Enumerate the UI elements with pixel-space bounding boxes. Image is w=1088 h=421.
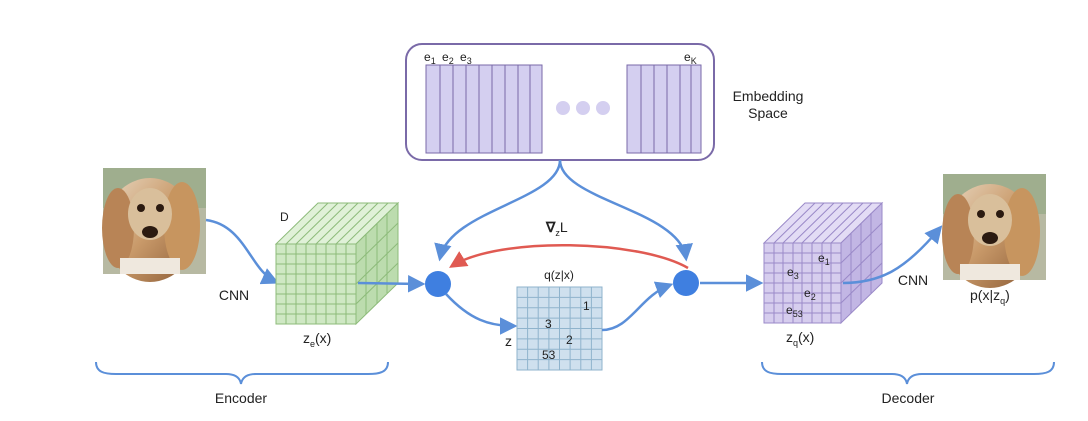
embedding-eK-label: eK bbox=[684, 50, 697, 66]
decoder-input-label: zq(x) bbox=[786, 329, 814, 348]
decoder-cnn-label: CNN bbox=[898, 272, 928, 288]
gradient-label: ∇zL bbox=[545, 219, 568, 238]
grid-value-4: 53 bbox=[542, 348, 556, 362]
encoder-to-node-arrow bbox=[357, 275, 426, 293]
grid-to-node-arrow bbox=[601, 281, 674, 332]
grid-value-1: 1 bbox=[583, 299, 590, 313]
decoder-output-label: p(x|zq) bbox=[970, 287, 1010, 306]
embedding-space: e1 e2 e3 eK bbox=[405, 43, 715, 161]
decoder-bracket bbox=[761, 361, 1055, 385]
grid-value-3: 2 bbox=[566, 333, 573, 347]
node-to-grid-arrow bbox=[445, 293, 518, 335]
encoder-bracket bbox=[95, 361, 389, 385]
encoder-depth-label: D bbox=[280, 210, 289, 224]
encoder-cube bbox=[274, 201, 400, 326]
decoder-cube-e53: e53 bbox=[786, 303, 803, 319]
decoder-cube bbox=[762, 201, 884, 325]
decoder-cube-e2: e2 bbox=[804, 286, 816, 302]
embedding-title-line2: Space bbox=[748, 105, 788, 121]
encoder-output-label: ze(x) bbox=[303, 330, 331, 349]
encoder-node bbox=[425, 271, 451, 297]
encoder-bracket-label: Encoder bbox=[215, 390, 267, 406]
embedding-columns-right bbox=[626, 64, 702, 154]
grid-z-label: z bbox=[505, 333, 512, 349]
quantization-grid bbox=[516, 286, 603, 371]
input-dog-photo-icon bbox=[102, 168, 206, 282]
embedding-e2-label: e2 bbox=[442, 50, 454, 66]
decoder-to-output-arrow bbox=[842, 225, 943, 285]
input-to-encoder-arrow bbox=[205, 218, 280, 285]
grid-value-2: 3 bbox=[545, 317, 552, 331]
embedding-ellipsis-icon bbox=[556, 101, 610, 115]
decoder-cube-e3: e3 bbox=[787, 265, 799, 281]
posterior-label: q(z|x) bbox=[544, 268, 574, 282]
embedding-e1-label: e1 bbox=[424, 50, 436, 66]
decoder-cube-e1: e1 bbox=[818, 251, 830, 267]
encoder-cnn-label: CNN bbox=[219, 287, 249, 303]
decoder-bracket-label: Decoder bbox=[882, 390, 935, 406]
embedding-to-decoder-node-arrow bbox=[558, 159, 693, 262]
embedding-title-line1: Embedding bbox=[733, 88, 804, 104]
embedding-columns-left bbox=[425, 64, 543, 154]
output-dog-photo-icon bbox=[942, 174, 1046, 288]
gradient-arrow bbox=[449, 244, 689, 270]
embedding-e3-label: e3 bbox=[460, 50, 472, 66]
decoder-node bbox=[673, 270, 699, 296]
embedding-to-encoder-node-arrow bbox=[434, 159, 562, 262]
